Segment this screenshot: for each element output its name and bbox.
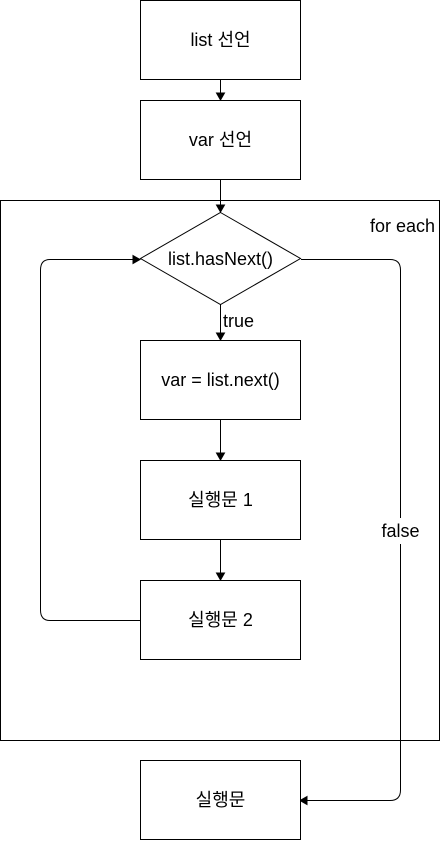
node-var-declaration-box — [140, 100, 301, 180]
node-statement-1-label: 실행문 1 — [188, 490, 253, 510]
node-statement-2-box — [140, 580, 301, 660]
node-condition-diamond — [139, 211, 302, 306]
true-label-background — [222, 311, 260, 331]
node-after-loop-box — [140, 760, 301, 840]
for-each-label: for each — [370, 216, 435, 236]
arrowhead-var-to-condition — [215, 204, 226, 214]
node-assign: var = list.next() — [140, 340, 301, 420]
node-statement-1: 실행문 1 — [140, 460, 301, 540]
arrowhead-condition-to-assign — [215, 332, 226, 342]
node-after-loop-label: 실행문 — [196, 790, 246, 810]
node-list-declaration-label: list 선언 — [190, 30, 250, 50]
node-condition-label: list.hasNext() — [168, 249, 273, 269]
arrowhead-assign-to-stmt1 — [215, 452, 226, 462]
node-list-declaration: list 선언 — [140, 0, 301, 80]
edge-loop-back — [40, 259, 140, 621]
node-statement-2-label: 실행문 2 — [188, 610, 253, 630]
node-statement-2: 실행문 2 — [140, 580, 301, 660]
arrowhead-loop-back — [132, 254, 142, 265]
node-after-loop: 실행문 — [140, 760, 301, 840]
arrowhead-condition-to-after — [298, 795, 308, 806]
node-var-declaration-label: var 선언 — [189, 130, 252, 150]
node-condition: list.hasNext() — [139, 211, 302, 306]
arrowhead-list-to-var — [215, 92, 226, 102]
node-statement-1-box — [140, 460, 301, 540]
node-assign-box — [140, 340, 301, 420]
false-label-background — [377, 518, 424, 544]
false-label: false — [381, 521, 419, 541]
arrowhead-stmt1-to-stmt2 — [215, 572, 226, 582]
node-var-declaration: var 선언 — [140, 100, 301, 180]
node-assign-label: var = list.next() — [161, 370, 280, 390]
node-list-declaration-box — [140, 0, 301, 80]
true-label: true — [223, 311, 254, 331]
